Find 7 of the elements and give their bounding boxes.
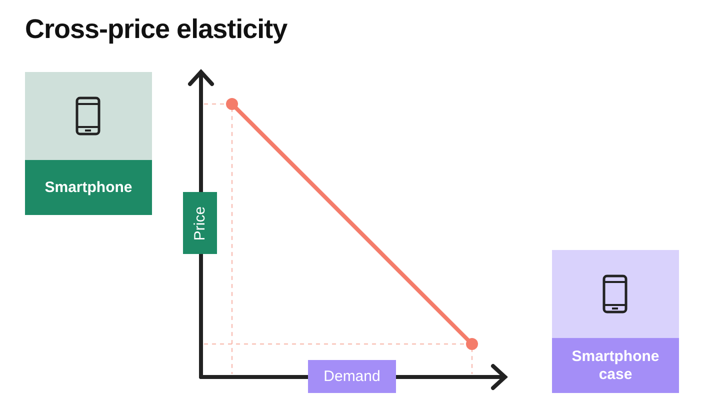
product-label: Smartphone case xyxy=(552,338,679,393)
product-card xyxy=(25,72,152,215)
product-card xyxy=(552,250,679,393)
product-label: Smartphone xyxy=(25,160,152,215)
axis-label: Price xyxy=(183,192,217,254)
title: Cross-price elasticity xyxy=(25,14,288,45)
axis-label: Demand xyxy=(308,360,396,393)
